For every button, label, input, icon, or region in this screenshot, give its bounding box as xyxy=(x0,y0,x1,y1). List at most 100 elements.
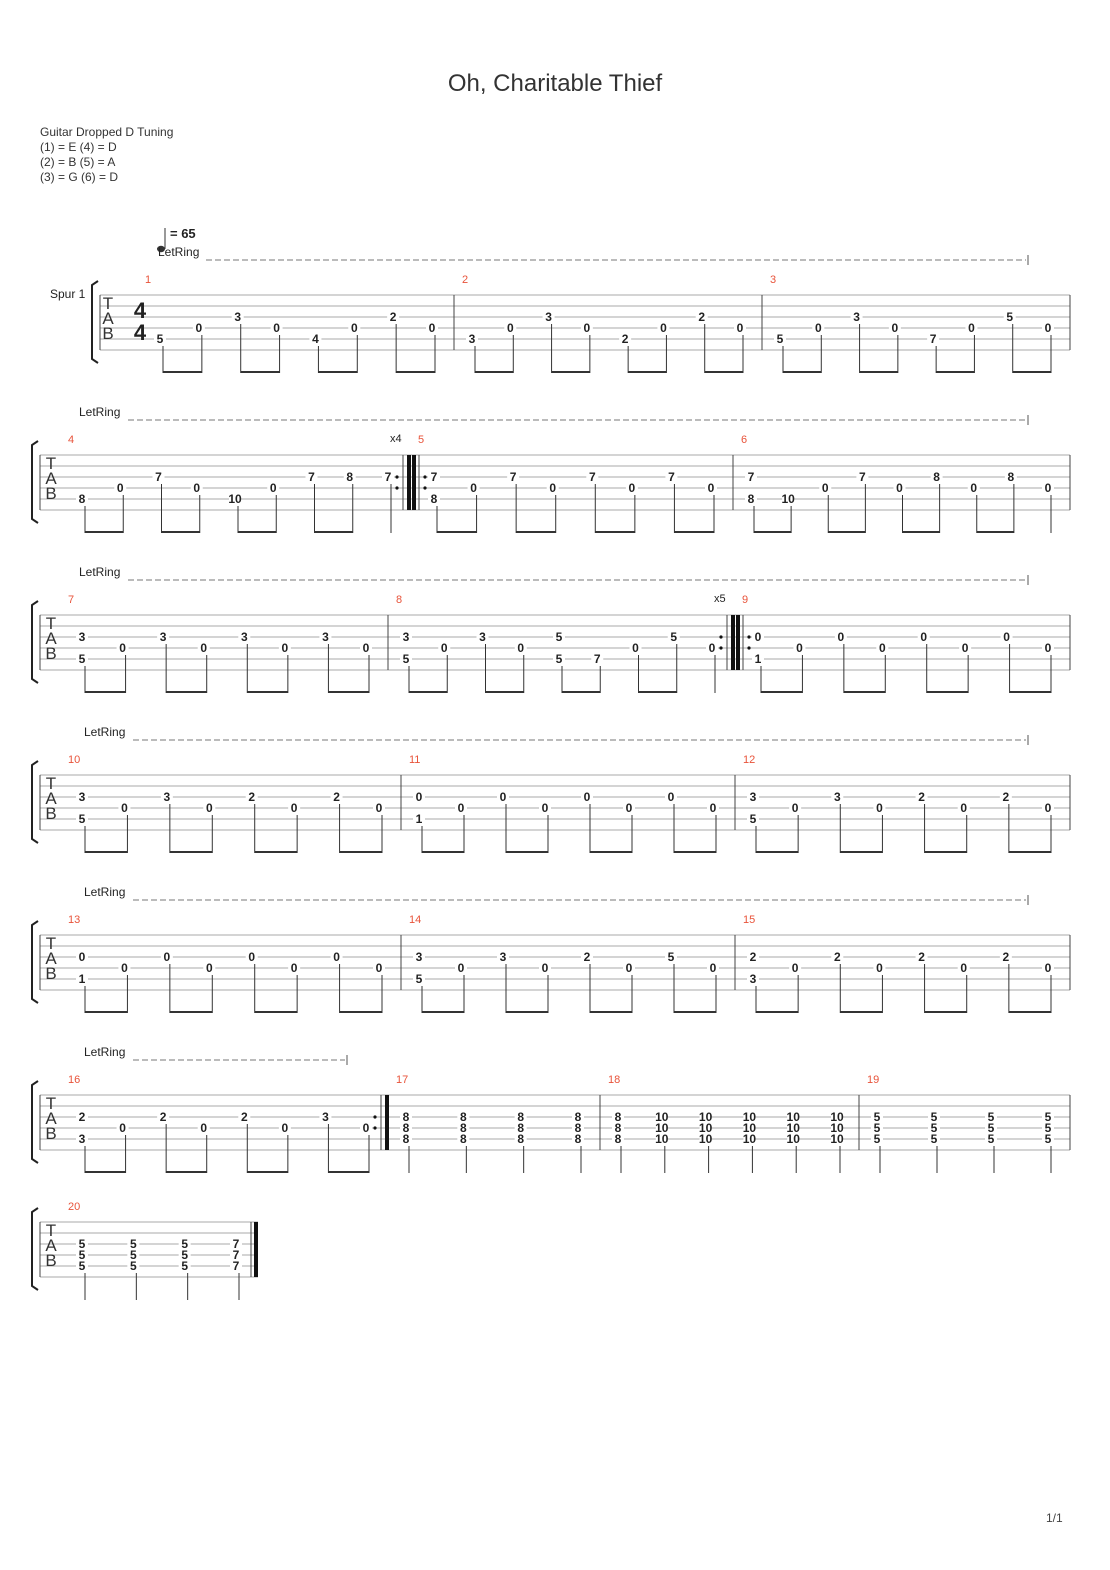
fret-bg xyxy=(360,1123,372,1134)
fret-number: 0 xyxy=(196,321,203,335)
fret-number: 5 xyxy=(874,1132,881,1146)
measure-number: 16 xyxy=(68,1074,80,1086)
fret-number: 10 xyxy=(655,1110,669,1124)
tab-clef-letter: A xyxy=(45,949,57,968)
fret-bg xyxy=(706,643,718,654)
fret-number: 0 xyxy=(121,961,128,975)
let-ring-label: LetRing xyxy=(84,1045,125,1059)
measure-number: 14 xyxy=(409,914,421,926)
fret-bg xyxy=(927,334,940,345)
fret-bg xyxy=(572,1112,584,1123)
repeat-count: x5 xyxy=(714,593,726,605)
fret-number: 5 xyxy=(988,1110,995,1124)
fret-number: 1 xyxy=(755,652,762,666)
beam xyxy=(936,371,975,373)
tab-clef-letter: T xyxy=(46,454,56,473)
system-bracket xyxy=(31,600,39,684)
fret-bg xyxy=(888,323,901,334)
measure-number: 20 xyxy=(68,1201,80,1213)
tab-clef-letter: B xyxy=(45,644,56,663)
fret-number: 0 xyxy=(792,961,799,975)
fret-number: 3 xyxy=(834,790,841,804)
fret-number: 2 xyxy=(584,950,591,964)
fret-number: 7 xyxy=(668,470,675,484)
fret-bg xyxy=(580,323,593,334)
fret-number: 0 xyxy=(273,321,280,335)
fret-bg xyxy=(400,632,412,643)
fret-number: 0 xyxy=(282,641,289,655)
fret-bg xyxy=(553,654,565,665)
fret-bg xyxy=(178,1250,191,1261)
fret-number: 3 xyxy=(469,332,476,346)
beam xyxy=(1008,851,1051,853)
beam xyxy=(166,1171,207,1173)
fret-bg xyxy=(871,1134,883,1145)
beam xyxy=(85,531,124,533)
fret-bg xyxy=(118,963,131,974)
fret-bg xyxy=(157,632,170,643)
fret-number: 8 xyxy=(575,1110,582,1124)
fret-bg xyxy=(1003,312,1016,323)
fret-bg xyxy=(957,803,970,814)
fret-bg xyxy=(160,792,173,803)
fret-bg xyxy=(127,1239,140,1250)
tab-clef-letter: T xyxy=(46,614,56,633)
fret-number: 0 xyxy=(796,641,803,655)
beam xyxy=(328,1171,369,1173)
fret-number: 0 xyxy=(164,950,171,964)
fret-number: 0 xyxy=(710,801,717,815)
fret-number: 8 xyxy=(615,1110,622,1124)
fret-number: 1 xyxy=(416,812,423,826)
fret-bg xyxy=(705,483,717,494)
fret-number: 2 xyxy=(834,950,841,964)
fret-number: 0 xyxy=(119,641,126,655)
beam xyxy=(422,1011,464,1013)
beam xyxy=(506,851,548,853)
fret-bg xyxy=(619,334,632,345)
fret-number: 5 xyxy=(750,812,757,826)
fret-bg xyxy=(699,1112,712,1123)
fret-bg xyxy=(343,472,356,483)
fret-number: 4 xyxy=(312,332,319,346)
fret-bg xyxy=(812,323,825,334)
fret-bg xyxy=(745,472,757,483)
fret-number: 7 xyxy=(589,470,596,484)
repeat-end-bar xyxy=(385,1095,389,1150)
fret-number: 5 xyxy=(79,1248,86,1262)
beam xyxy=(590,1011,632,1013)
fret-number: 5 xyxy=(181,1237,188,1251)
repeat-end-bar xyxy=(407,455,411,510)
beam xyxy=(924,851,967,853)
fret-number: 5 xyxy=(416,972,423,986)
fret-number: 7 xyxy=(594,652,601,666)
fret-bg xyxy=(229,494,241,505)
fret-number: 3 xyxy=(500,950,507,964)
beam xyxy=(843,691,886,693)
beam xyxy=(163,371,202,373)
fret-bg xyxy=(793,643,806,654)
fret-number: 0 xyxy=(206,961,213,975)
fret-number: 0 xyxy=(117,481,124,495)
fret-number: 0 xyxy=(626,801,633,815)
fret-number: 5 xyxy=(556,630,563,644)
fret-bg xyxy=(192,323,205,334)
fret-bg xyxy=(539,803,551,814)
let-ring-label: LetRing xyxy=(79,565,120,579)
fret-bg xyxy=(118,803,131,814)
fret-number: 0 xyxy=(892,321,899,335)
fret-bg xyxy=(160,952,173,963)
fret-number: 8 xyxy=(1008,470,1015,484)
tab-clef-letter: B xyxy=(45,964,56,983)
fret-number: 0 xyxy=(458,801,465,815)
tab-clef-letter: T xyxy=(46,934,56,953)
fret-bg xyxy=(514,643,527,654)
fret-bg xyxy=(76,974,88,985)
fret-number: 5 xyxy=(79,652,86,666)
